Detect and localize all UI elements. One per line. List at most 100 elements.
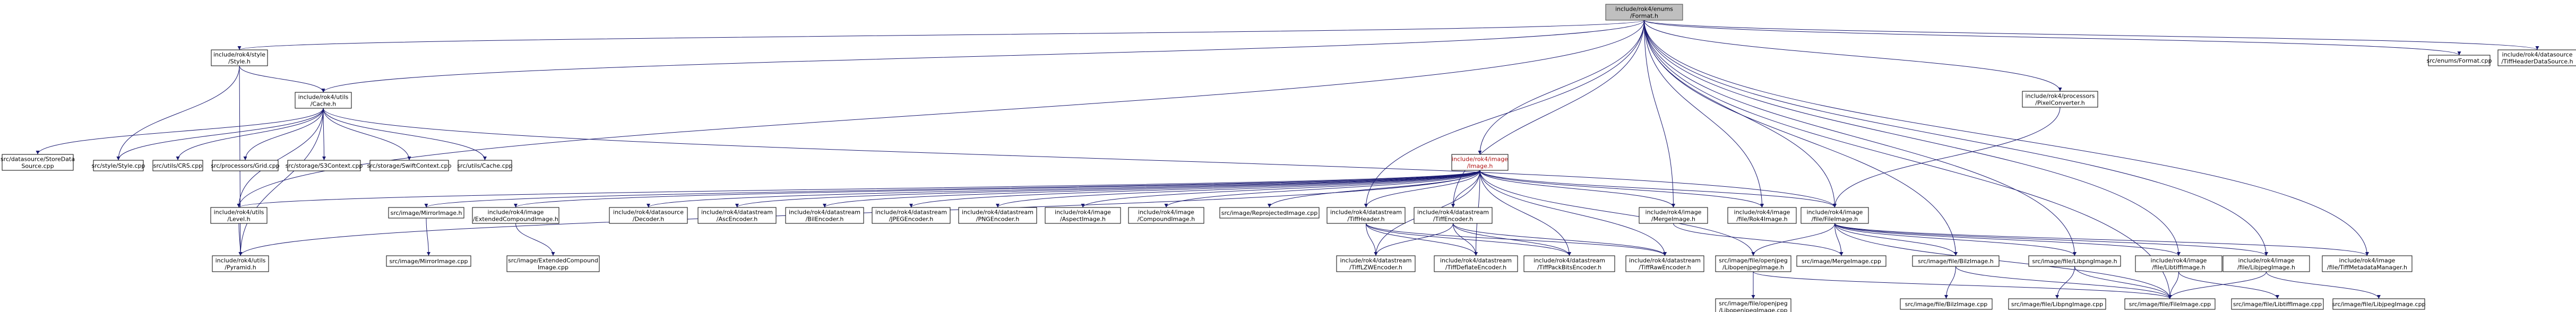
node-s3ctx_cpp[interactable]: src/storage/S3Context.cpp	[286, 160, 363, 171]
node-libtiff_h[interactable]: include/rok4/image/file/LibtiffImage.h	[2135, 255, 2222, 272]
node-style_h[interactable]: include/rok4/style/Style.h	[211, 49, 268, 66]
node-libpng_cpp[interactable]: src/image/file/LibpngImage.cpp	[2008, 298, 2106, 310]
node-rok4img_h[interactable]: include/rok4/image/file/Rok4Image.h	[1727, 207, 1797, 224]
node-tiffreader_h[interactable]: include/rok4/datastream/TiffHeader.h	[1326, 207, 1406, 224]
node-label: include/rok4/image	[2238, 257, 2295, 264]
node-box	[2008, 298, 2106, 310]
node-box	[212, 255, 269, 272]
edge-pixelconv_h-to-fileimage_h	[1833, 107, 2061, 208]
node-extcomp_h[interactable]: include/rok4/image/ExtendedCompoundImage…	[472, 207, 559, 224]
node-label: /Format.h	[1630, 13, 1658, 20]
edge-bilz_h-to-bilz_cpp	[1944, 266, 1956, 299]
edge-libtiff_h-to-libtiff_cpp	[2178, 271, 2279, 299]
node-bilz_cpp[interactable]: src/image/file/BilzImage.cpp	[1900, 298, 1993, 310]
node-label: include/rok4/utils	[214, 209, 264, 216]
node-tiffheader_h[interactable]: include/rok4/datasource/TiffHeaderDataSo…	[2497, 49, 2576, 66]
node-box	[1715, 298, 1791, 312]
node-label: /LibopenjpegImage.h	[1722, 264, 1784, 271]
node-pyramid_h[interactable]: include/rok4/utils/Pyramid.h	[212, 255, 269, 272]
node-box	[1434, 255, 1518, 272]
node-box	[472, 207, 559, 224]
node-label: src/image/file/LibtiffImage.cpp	[2233, 301, 2322, 308]
node-style_cpp[interactable]: src/style/Style.cpp	[92, 160, 145, 171]
node-label: /Decoder.h	[633, 216, 664, 223]
node-label: include/rok4/image	[1807, 209, 1863, 216]
node-label: Image.cpp	[538, 264, 568, 271]
node-bilenc_h[interactable]: include/rok4/datastream/BilEncoder.h	[785, 207, 864, 224]
edge-format-to-libpng_h	[1644, 20, 2077, 256]
node-mirror_h[interactable]: src/image/MirrorImage.h	[388, 207, 464, 219]
node-label: /Cache.h	[311, 101, 336, 108]
node-box	[1800, 207, 1869, 224]
edge-image_h-to-pngenc_h	[996, 170, 1480, 208]
node-merge_cpp[interactable]: src/image/MergeImage.cpp	[1796, 255, 1886, 267]
node-cache_cpp[interactable]: src/utils/Cache.cpp	[457, 160, 513, 171]
node-libjpeg_cpp[interactable]: src/image/file/LibjpegImage.cpp	[2332, 298, 2426, 310]
node-box	[609, 207, 688, 224]
node-label: src/style/Style.cpp	[92, 162, 145, 169]
node-label: src/image/file/BilzImage.cpp	[1905, 301, 1988, 308]
node-tiffpack_h[interactable]: include/rok4/datastream/TiffPackBitsEnco…	[1523, 255, 1615, 272]
node-box	[1796, 255, 1886, 267]
node-reproj_cpp[interactable]: src/image/ReprojectedImage.cpp	[1219, 207, 1320, 219]
node-libpng_h[interactable]: src/image/file/LibpngImage.h	[2028, 255, 2121, 267]
node-label: /PNGEncoder.h	[976, 216, 1020, 223]
edge-format-to-tiffheader_h	[1644, 20, 2539, 50]
node-format[interactable]: include/rok4/enums/Format.h	[1605, 4, 1683, 21]
node-label: include/rok4/image	[2339, 257, 2396, 264]
node-aspect_h[interactable]: include/rok4/image/AspectImage.h	[1045, 207, 1121, 224]
edge-bilz_h-to-fileimage_cpp	[1955, 266, 2172, 299]
node-crs_cpp[interactable]: src/utils/CRS.cpp	[152, 160, 203, 171]
node-tiffmeta_h[interactable]: include/rok4/image/file/TiffMetadataMana…	[2322, 255, 2413, 272]
node-mirror_cpp[interactable]: src/image/MirrorImage.cpp	[386, 255, 471, 267]
node-bilz_h[interactable]: src/image/file/BilzImage.h	[1912, 255, 2000, 267]
node-tiffdefl_h[interactable]: include/rok4/datastream/TiffDeflateEncod…	[1434, 255, 1518, 272]
edge-format-to-tiffreader_h	[1364, 20, 1644, 208]
node-libjpeg_h[interactable]: include/rok4/image/file/LibjpegImage.h	[2222, 255, 2310, 272]
edge-tiffreader_h-to-tifflzw_h	[1366, 223, 1378, 256]
edge-cache_h-to-s3ctx_cpp	[322, 108, 326, 161]
edge-tiffenc_h-to-tiffdefl_h	[1453, 223, 1478, 256]
node-tiffraw_h[interactable]: include/rok4/datastream/TiffRawEncoder.h	[1625, 255, 1704, 272]
node-level_h[interactable]: include/rok4/utils/Level.h	[210, 207, 268, 224]
node-box	[1045, 207, 1121, 224]
node-swift_cpp[interactable]: src/storage/SwiftContext.cpp	[367, 160, 452, 171]
node-label: /file/TiffMetadataManager.h	[2327, 264, 2407, 271]
node-openjpeg_cpp[interactable]: src/image/file/openjpeg/LibopenjpegImage…	[1715, 298, 1791, 312]
node-compound_h[interactable]: include/rok4/image/CompoundImage.h	[1128, 207, 1204, 224]
node-extcomp_cpp[interactable]: src/image/ExtendedCompoundImage.cpp	[506, 255, 600, 272]
node-label: /Level.h	[227, 216, 250, 223]
node-tifflzw_h[interactable]: include/rok4/datastream/TiffLZWEncoder.h	[1336, 255, 1416, 272]
node-label: include/rok4/image	[2151, 257, 2207, 264]
node-box	[1727, 207, 1797, 224]
node-label: /file/FileImage.h	[1812, 216, 1858, 223]
edge-style_h-to-style_cpp	[116, 65, 240, 161]
node-fileimage_cpp[interactable]: src/image/file/FileImage.cpp	[2124, 298, 2216, 310]
node-cache_h[interactable]: include/rok4/utils/Cache.h	[295, 92, 352, 109]
node-label: include/rok4/processors	[2026, 93, 2095, 100]
node-ascenc_h[interactable]: include/rok4/datastream/AscEncoder.h	[697, 207, 777, 224]
node-box	[1128, 207, 1204, 224]
edge-cache_h-to-crs_cpp	[176, 108, 324, 161]
edge-tiffenc_h-to-tiffpack_h	[1453, 223, 1571, 256]
node-fileimage_h[interactable]: include/rok4/image/file/FileImage.h	[1800, 207, 1869, 224]
node-tiffenc_h[interactable]: include/rok4/datastream/TiffEncoder.h	[1414, 207, 1493, 224]
node-format_cpp[interactable]: src/enums/Format.cpp	[2427, 55, 2492, 66]
node-decoder_h[interactable]: include/rok4/datasource/Decoder.h	[609, 207, 688, 224]
edge-libjpeg_h-to-libjpeg_cpp	[2266, 271, 2381, 299]
node-merge_h[interactable]: include/rok4/image/MergeImage.h	[1639, 207, 1708, 224]
node-openjpeg_h[interactable]: src/image/file/openjpeg/LibopenjpegImage…	[1715, 255, 1791, 272]
node-pixelconv_h[interactable]: include/rok4/processors/PixelConverter.h	[2022, 91, 2098, 108]
node-libtiff_cpp[interactable]: src/image/file/LibtiffImage.cpp	[2231, 298, 2324, 310]
node-jpegenc_h[interactable]: include/rok4/datastream/JPEGEncoder.h	[872, 207, 951, 224]
node-label: include/rok4/datasource	[2502, 51, 2573, 58]
node-grid_cpp[interactable]: src/processors/Grid.cpp	[211, 160, 280, 171]
node-box	[388, 207, 464, 219]
node-box	[2022, 91, 2098, 108]
node-image_h[interactable]: include/rok4/image/Image.h	[1451, 154, 1509, 171]
node-pngenc_h[interactable]: include/rok4/datastream/PNGEncoder.h	[958, 207, 1037, 224]
node-label: /TiffDeflateEncoder.h	[1445, 264, 1506, 271]
node-label: src/image/file/LibpngImage.h	[2032, 258, 2117, 265]
node-label: /TiffPackBitsEncoder.h	[1537, 264, 1601, 271]
